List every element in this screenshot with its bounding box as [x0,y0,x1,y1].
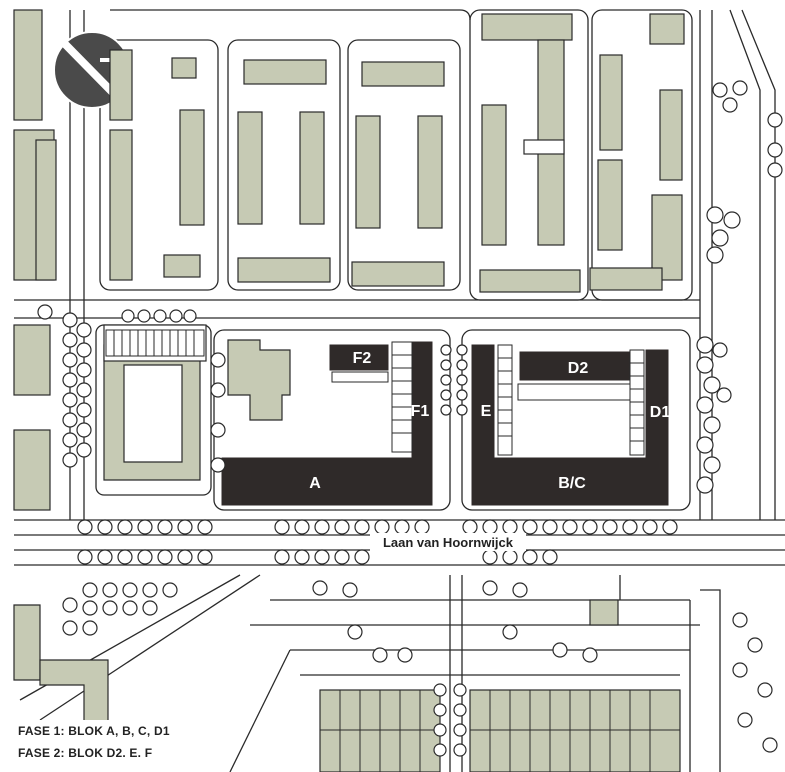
legend-phase-1: FASE 1: BLOK A, B, C, D1 [18,724,170,738]
row-house-lines [320,690,680,772]
road-label: Laan van Hoornwijck [383,535,514,550]
block-label-e: E [481,403,492,420]
block-label-d1: D1 [650,404,671,421]
road-label-bg [370,533,526,551]
phase-legend: FASE 1: BLOK A, B, C, D1 FASE 2: BLOK D2… [14,720,190,772]
legend-phase-2: FASE 2: BLOK D2. E. F [18,746,153,760]
block-label-d2: D2 [568,360,589,377]
hatch-details [105,329,645,456]
block-label-f1: F1 [411,403,430,420]
block-label-bc: B/C [558,475,586,492]
block-label-f2: F2 [353,350,372,367]
new-blocks [221,341,669,506]
street-lines [14,9,785,772]
block-label-a: A [309,475,321,492]
trees [37,80,783,757]
